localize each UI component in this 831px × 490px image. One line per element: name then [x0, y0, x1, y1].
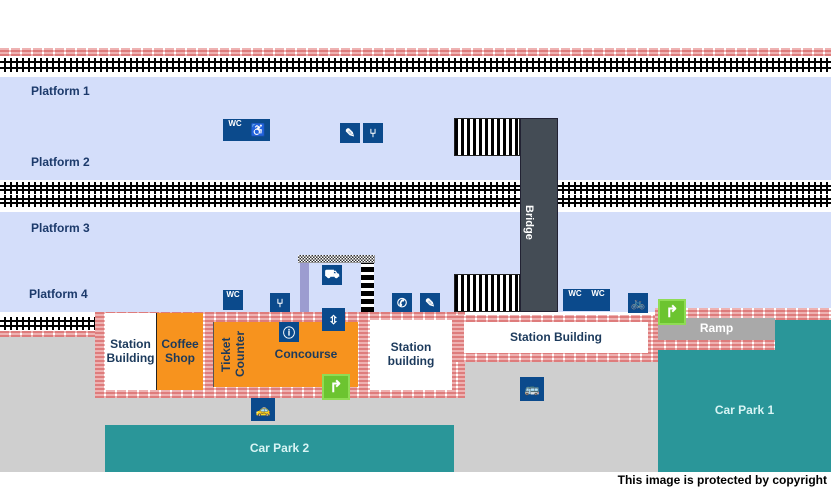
wc-male-icon: WC	[563, 289, 587, 311]
ramp[interactable]: Ramp	[658, 318, 775, 340]
bicycle-icon: 🚲	[628, 293, 648, 313]
top-wall	[0, 48, 831, 56]
ramp-wall-bottom	[655, 340, 775, 350]
platform-4-label: Platform 4	[29, 287, 88, 301]
track-2	[0, 182, 831, 194]
platform-edge-wall	[0, 331, 95, 337]
track-1	[0, 58, 831, 72]
exit-icon[interactable]: ↱	[322, 374, 350, 400]
luggage-trolley-icon: ⛟	[322, 265, 342, 285]
car-park-2[interactable]: Car Park 2	[105, 425, 454, 472]
platform-2-label: Platform 2	[31, 155, 90, 169]
ticket-machine-icon: ✎	[420, 293, 440, 313]
car-park-1[interactable]: Car Park 1	[658, 350, 831, 472]
platform-3-4	[0, 212, 831, 312]
wc-accessible-icon: WC	[586, 289, 610, 311]
station-building-mid: Station building	[370, 320, 452, 390]
bridge-label: Bridge	[523, 205, 535, 240]
platform-1-label: Platform 1	[31, 84, 90, 98]
lift-icon: ⇳	[322, 308, 345, 331]
escalator	[361, 263, 374, 312]
ticket-counter[interactable]: Ticket Counter	[213, 322, 254, 387]
stairs-bottom[interactable]	[454, 274, 520, 312]
ticket-machine-icon: ✎	[340, 123, 360, 143]
station-building-left: Station Building	[105, 313, 157, 390]
stairs-top[interactable]	[454, 118, 520, 156]
bus-icon: 🚌	[520, 377, 544, 401]
taxi-icon: 🚕	[251, 398, 275, 421]
coffee-shop[interactable]: Coffee Shop	[157, 313, 203, 390]
car-park-1-upper	[775, 320, 831, 350]
waiting-room-icon: ♿	[246, 119, 270, 141]
track-4	[0, 317, 95, 330]
seat-icon: ⑂	[270, 293, 290, 313]
lift-canopy	[298, 255, 375, 263]
bridge[interactable]	[520, 118, 558, 312]
track-3	[0, 195, 831, 207]
phone-icon: ✆	[392, 293, 412, 313]
seat-icon: ⑂	[363, 123, 383, 143]
wc-female-icon: WC	[223, 290, 243, 310]
ramp-wall	[655, 308, 831, 320]
platform-3-label: Platform 3	[31, 221, 90, 235]
station-building-right: Station Building	[464, 322, 648, 353]
platform-1-2	[0, 77, 831, 180]
wc-female-icon: WC	[223, 119, 247, 141]
lift-wall	[300, 263, 309, 312]
copyright-notice: This image is protected by copyright	[617, 473, 827, 487]
exit-icon[interactable]: ↱	[658, 299, 686, 325]
information-icon: ⓘ	[279, 322, 299, 342]
